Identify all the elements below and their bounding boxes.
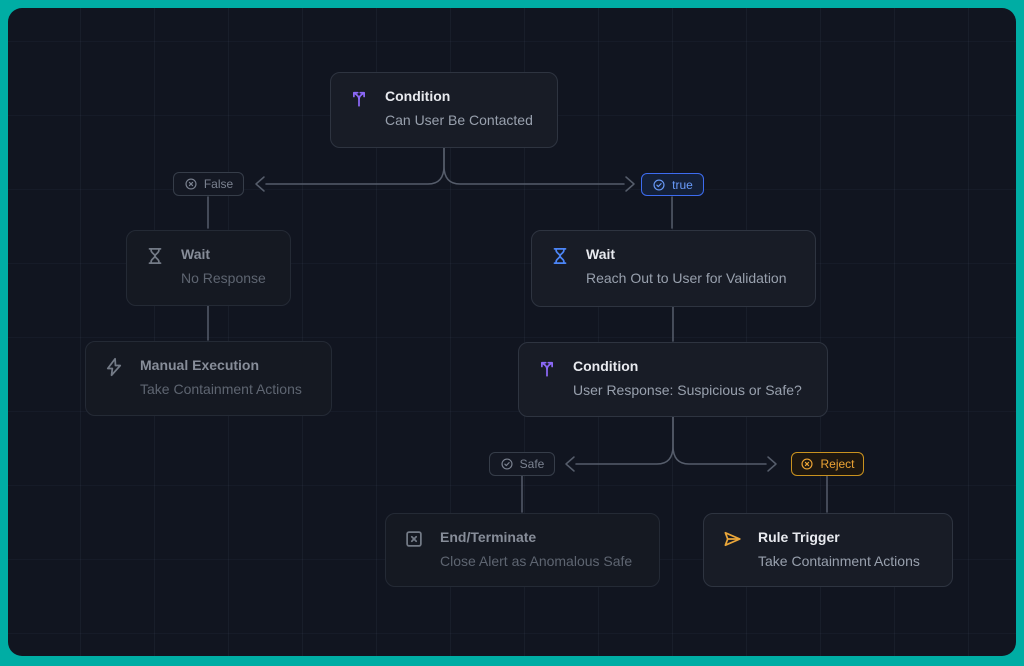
bolt-icon xyxy=(103,356,125,378)
node-subtitle: Take Containment Actions xyxy=(758,553,920,569)
node-title: Condition xyxy=(573,358,639,374)
branch-icon xyxy=(536,357,558,379)
node-title: Rule Trigger xyxy=(758,529,840,545)
node-condition-2[interactable]: Condition User Response: Suspicious or S… xyxy=(518,342,828,417)
node-title: Manual Execution xyxy=(140,357,260,373)
node-title: Condition xyxy=(385,88,451,104)
edge-label-text: False xyxy=(203,177,234,191)
node-title: Wait xyxy=(586,246,616,262)
edge-label-false[interactable]: False xyxy=(173,172,244,196)
circle-check-icon xyxy=(652,178,666,192)
node-subtitle: Reach Out to User for Validation xyxy=(586,270,787,286)
node-subtitle: User Response: Suspicious or Safe? xyxy=(573,382,802,398)
node-wait-validation[interactable]: Wait Reach Out to User for Validation xyxy=(531,230,816,307)
node-subtitle: No Response xyxy=(181,270,266,286)
edge-label-text: true xyxy=(672,177,693,192)
node-subtitle: Close Alert as Anomalous Safe xyxy=(440,553,633,569)
node-wait-no-response[interactable]: Wait No Response xyxy=(126,230,291,306)
square-x-icon xyxy=(403,528,425,550)
node-manual-execution[interactable]: Manual Execution Take Containment Action… xyxy=(85,341,332,416)
edge-label-text: Safe xyxy=(519,457,545,471)
edge-label-safe[interactable]: Safe xyxy=(489,452,555,476)
node-subtitle: Can User Be Contacted xyxy=(385,112,533,128)
branch-icon xyxy=(348,87,370,109)
hourglass-icon xyxy=(549,245,571,267)
hourglass-icon xyxy=(144,245,166,267)
node-end-terminate[interactable]: End/Terminate Close Alert as Anomalous S… xyxy=(385,513,660,587)
edge-label-reject[interactable]: Reject xyxy=(791,452,864,476)
edge-label-true[interactable]: true xyxy=(641,173,704,196)
circle-x-icon xyxy=(184,177,198,191)
node-subtitle: Take Containment Actions xyxy=(140,381,302,397)
node-rule-trigger[interactable]: Rule Trigger Take Containment Actions xyxy=(703,513,953,587)
circle-check-icon xyxy=(500,457,514,471)
node-title: End/Terminate xyxy=(440,529,537,545)
send-icon xyxy=(721,528,743,550)
circle-x-icon xyxy=(800,457,814,471)
node-condition-1[interactable]: Condition Can User Be Contacted xyxy=(330,72,558,148)
node-title: Wait xyxy=(181,246,211,262)
edge-label-text: Reject xyxy=(820,457,855,471)
